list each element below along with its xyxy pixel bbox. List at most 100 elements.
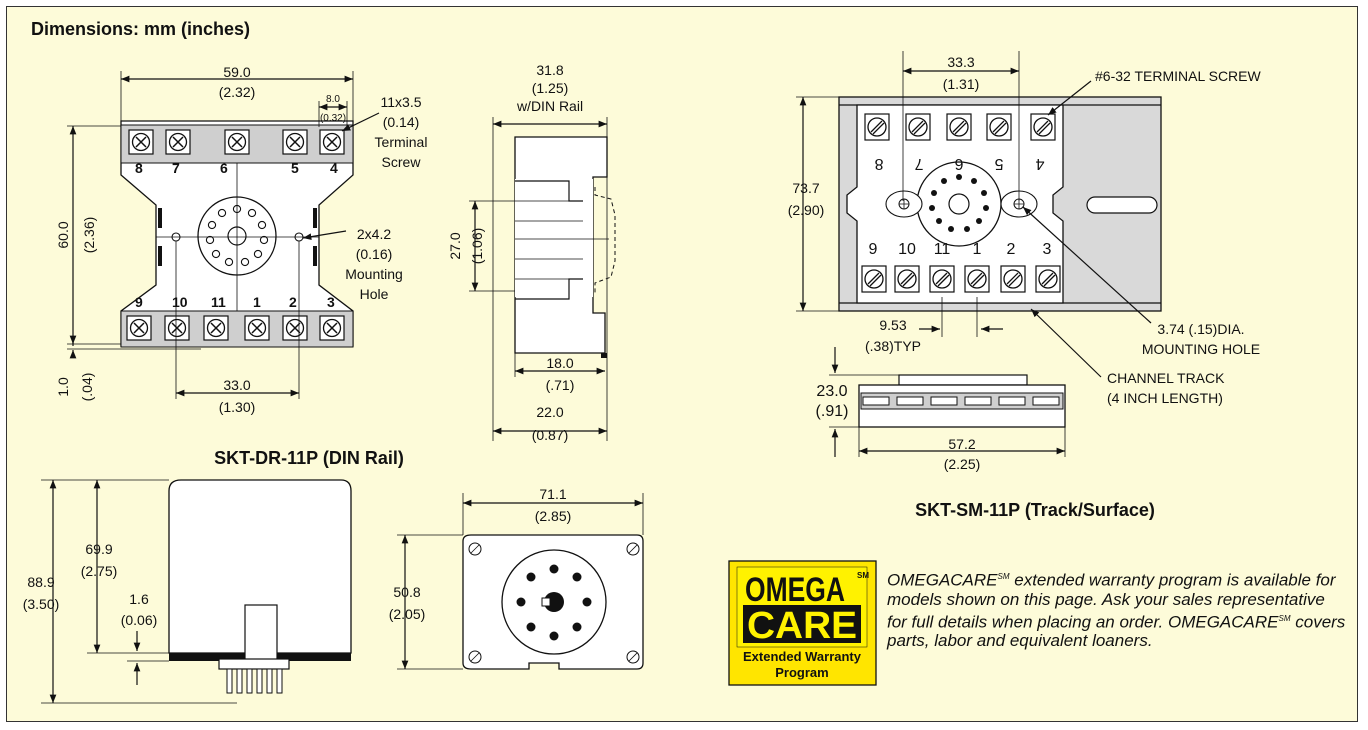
terminal-label: 11 xyxy=(211,294,226,310)
service-mark: SM xyxy=(1278,613,1291,623)
dim-value: 50.8 xyxy=(393,584,420,600)
dim-value: 59.0 xyxy=(223,64,250,80)
callout-text: #6-32 TERMINAL SCREW xyxy=(1095,68,1261,84)
dim-value: (2.25) xyxy=(944,456,981,472)
logo-text: CARE xyxy=(747,605,857,647)
relay-bottom-view xyxy=(462,534,644,670)
page-title: Dimensions: mm (inches) xyxy=(31,19,250,39)
terminal-label: 10 xyxy=(172,294,188,310)
dim-value: (0.06) xyxy=(121,612,158,628)
dim-value: (0.87) xyxy=(532,427,569,443)
dim-value: 8.0 xyxy=(326,94,340,105)
sm-side-view xyxy=(858,374,1066,428)
warranty-text-2: covers parts, labor and equivalent loane… xyxy=(887,612,1346,651)
sm-model-title: SKT-SM-11P (Track/Surface) xyxy=(915,500,1155,520)
terminal-label: 6 xyxy=(220,160,228,176)
dim-value: (2.85) xyxy=(535,508,572,524)
datasheet-panel: Dimensions: mm (inches) 8 7 6 5 4 9 10 1… xyxy=(6,6,1358,722)
terminal-label: 4 xyxy=(330,160,338,176)
brand-name: OMEGACARE xyxy=(887,570,998,590)
din-side-view xyxy=(469,117,616,441)
callout-text: (0.14) xyxy=(383,114,420,130)
terminal-label: 3 xyxy=(1043,241,1052,258)
dim-value: 22.0 xyxy=(536,404,563,420)
dim-value: 71.1 xyxy=(539,486,566,502)
callout-text: 3.74 (.15)DIA. xyxy=(1157,321,1244,337)
sm-top-terminal-labels: 8 7 6 5 4 xyxy=(874,155,1044,172)
terminal-label: 2 xyxy=(289,294,297,310)
terminal-label: 7 xyxy=(172,160,180,176)
dim-value: 23.0 xyxy=(816,383,847,400)
callout-text: Mounting xyxy=(345,266,403,282)
warranty-description: OMEGACARESM extended warranty program is… xyxy=(887,567,1347,651)
logo-text: SM xyxy=(857,571,869,580)
omegacare-logo: OMEGA SM CARE Extended Warranty Program xyxy=(728,560,877,686)
warranty-text-1: extended warranty program is available f… xyxy=(887,570,1336,632)
terminal-label: 10 xyxy=(898,241,916,258)
callout-text: MOUNTING HOLE xyxy=(1142,341,1260,357)
dim-value: w/DIN Rail xyxy=(516,98,583,114)
callout-text: (4 INCH LENGTH) xyxy=(1107,390,1223,406)
callout-text: 2x4.2 xyxy=(357,226,391,242)
terminal-label: 4 xyxy=(1035,155,1044,172)
terminal-label: 9 xyxy=(869,241,878,258)
terminal-label: 11 xyxy=(934,241,951,258)
dim-value: 1.0 xyxy=(55,377,71,397)
dim-value: (2.32) xyxy=(219,84,256,100)
terminal-label: 6 xyxy=(954,155,963,172)
terminal-label: 8 xyxy=(135,160,143,176)
dim-value: (.71) xyxy=(546,377,575,393)
dim-value: 27.0 xyxy=(447,232,463,259)
logo-text: OMEGA xyxy=(745,571,845,609)
dim-value: (.38)TYP xyxy=(865,338,921,354)
dim-value: 33.0 xyxy=(223,377,250,393)
dim-value: (2.75) xyxy=(81,563,118,579)
callout-text: CHANNEL TRACK xyxy=(1107,370,1225,386)
callout-text: 11x3.5 xyxy=(381,94,422,110)
sm-top-view xyxy=(838,96,1162,312)
callout-text: Terminal xyxy=(375,134,428,150)
terminal-label: 1 xyxy=(973,241,982,258)
dim-value: 18.0 xyxy=(546,355,573,371)
terminal-label: 1 xyxy=(253,294,261,310)
terminal-label: 7 xyxy=(914,155,923,172)
dim-value: (1.31) xyxy=(943,76,980,92)
callout-text: Screw xyxy=(382,154,422,170)
dim-value: (2.90) xyxy=(788,202,825,218)
din-model-title: SKT-DR-11P (DIN Rail) xyxy=(214,448,404,468)
dimension-drawings: Dimensions: mm (inches) 8 7 6 5 4 9 10 1… xyxy=(23,19,1261,704)
brand-name: OMEGACARE xyxy=(1167,612,1279,632)
terminal-label: 5 xyxy=(994,155,1003,172)
dim-value: (0.32) xyxy=(320,113,346,124)
din-mount-callout: 2x4.2 (0.16) Mounting Hole xyxy=(345,226,403,302)
terminal-label: 3 xyxy=(327,294,335,310)
logo-text: Program xyxy=(775,665,828,680)
dim-value: 57.2 xyxy=(948,436,975,452)
dim-value: 73.7 xyxy=(792,180,819,196)
terminal-label: 8 xyxy=(874,155,883,172)
dim-value: 9.53 xyxy=(879,317,906,333)
dim-value: (1.25) xyxy=(532,80,569,96)
dim-value: (3.50) xyxy=(23,596,60,612)
dim-value: (.91) xyxy=(816,403,849,420)
callout-text: (0.16) xyxy=(356,246,393,262)
relay-side-view xyxy=(168,479,352,694)
dim-value: (2.36) xyxy=(81,217,97,254)
din-top-terminal-labels: 8 7 6 5 4 xyxy=(135,160,338,176)
din-side-dims: 31.8 (1.25) w/DIN Rail 27.0 (1.06) 18.0 … xyxy=(447,62,583,443)
din-screw-callout: 11x3.5 (0.14) Terminal Screw xyxy=(375,94,428,170)
dim-value: 69.9 xyxy=(85,541,112,557)
dim-value: (2.05) xyxy=(389,606,426,622)
dim-value: 33.3 xyxy=(947,54,974,70)
dim-value: 60.0 xyxy=(55,221,71,248)
terminal-label: 5 xyxy=(291,160,299,176)
dim-value: (1.30) xyxy=(219,399,256,415)
terminal-label: 2 xyxy=(1007,241,1016,258)
dim-value: 88.9 xyxy=(27,574,54,590)
dim-value: 1.6 xyxy=(129,591,149,607)
dim-value: (1.06) xyxy=(469,228,485,265)
dim-value: (.04) xyxy=(79,373,95,402)
sm-bottom-terminal-labels: 9 10 11 1 2 3 xyxy=(869,241,1052,258)
din-front-view xyxy=(120,120,354,348)
callout-text: Hole xyxy=(360,286,389,302)
